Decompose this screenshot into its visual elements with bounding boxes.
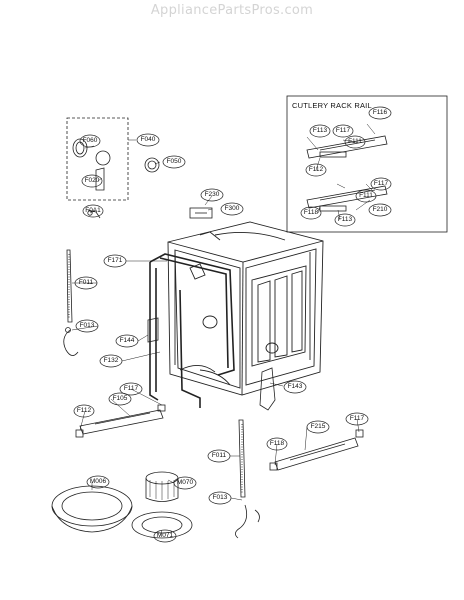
cable-upper [63,329,79,356]
side-strip-lower [238,419,246,498]
bracket-f300 [189,207,213,219]
callout-label: F113 [312,126,328,134]
watermark: AppliancePartsPros.com [150,3,314,18]
callout-label: F118 [303,208,319,216]
callout-label: F011 [78,278,94,286]
callout-label: F300 [224,204,240,212]
callout-label: F116 [372,108,388,116]
filter-assemblies [51,471,193,539]
callout-label: F215 [310,422,326,430]
inset-title: CUTLERY RACK RAIL [292,101,372,110]
hinge-f143 [259,367,276,411]
callout-label: F111 [359,191,373,199]
callout-label: M070 [176,478,194,486]
callout-label: F060 [82,136,98,144]
callout-label: F113 [337,215,353,223]
callout-label: F013 [79,321,95,329]
cable-lower [235,504,248,539]
rail-f215 [269,429,364,471]
callout-label: F230 [204,190,220,198]
inset-rails [306,135,388,212]
callout-label: F040 [140,135,156,143]
tub-body [167,221,324,396]
side-strip-upper [66,249,73,323]
pump-group-box [66,117,129,201]
callout-label: F117 [335,126,351,134]
callout-label: F111 [348,137,362,145]
callout-label: F117 [123,384,139,392]
callout-label: M071 [156,531,174,539]
callout-label: F011 [211,451,227,459]
callout-label: F117 [373,179,389,187]
leader-lines [71,123,376,537]
callout-label: F117 [349,414,365,422]
cutlery-rack-rail-inset [286,95,448,233]
callout-label: F132 [103,356,119,364]
callout-label: F210 [372,205,388,213]
door-gasket [149,253,235,408]
callout-markers [73,106,392,543]
callout-label: F105 [112,394,128,402]
callout-label: F118 [269,439,285,447]
callout-label: F020 [84,176,100,184]
bracket-f144 [147,317,159,343]
callout-label: F0A1 [85,206,101,214]
callout-label: F144 [119,336,135,344]
callout-label: F013 [212,493,228,501]
callout-label: F112 [76,406,92,414]
callout-label: F143 [287,382,303,390]
callout-label: F050 [166,157,182,165]
callout-label: M006 [89,477,107,485]
callout-label: F112 [308,165,324,173]
callout-label: F171 [107,256,123,264]
